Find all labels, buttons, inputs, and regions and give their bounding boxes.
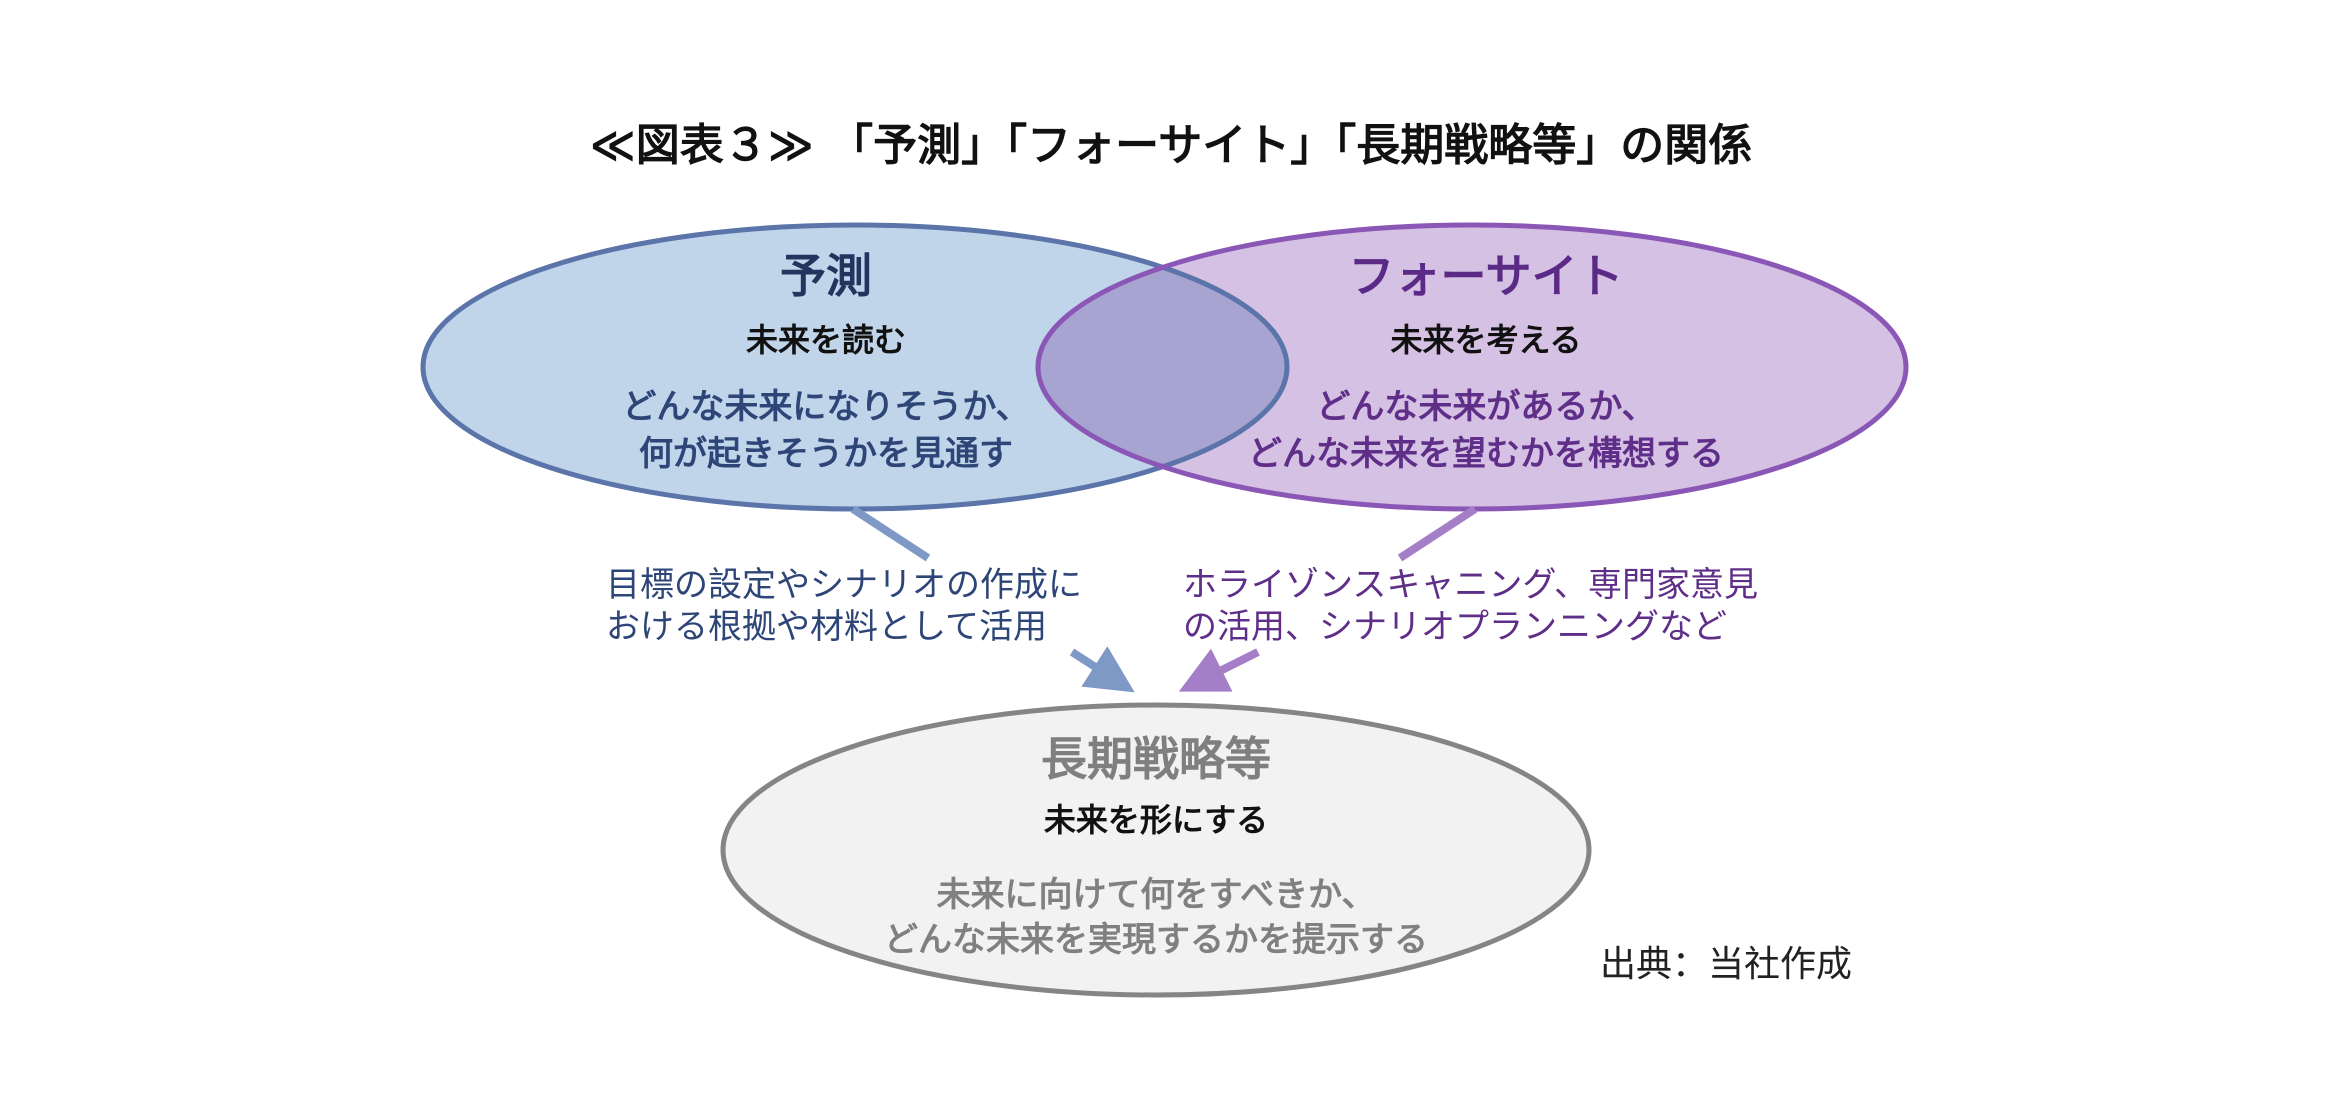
foresight-arrow [1178,648,1260,692]
strategy-subtitle: 未来を形にする [1044,801,1268,839]
foresight-description-line: どんな未来があるか、 [1316,387,1655,427]
foresight-heading: フォーサイト [1348,249,1623,303]
forecast-heading: 予測 [780,249,872,303]
foresight-method-label: の活用、シナリオプランニングなど [1183,607,1727,647]
forecast-connector-line [850,505,931,562]
foresight-connector-line [1397,505,1478,562]
forecast-description-line: 何が起きそうかを見通す [639,434,1013,474]
forecast-usage-label: 目標の設定やシナリオの作成に [606,565,1082,605]
foresight-subtitle: 未来を考える [1390,321,1581,359]
forecast-description-line: どんな未来になりそうか、 [622,387,1029,427]
strategy-description-line: どんな未来を実現するかを提示する [884,920,1428,960]
foresight-ellipse [1038,225,1906,509]
figure-title: ≪図表３≫ 「予測」「フォーサイト」「長期戦略等」の関係 [590,120,1753,171]
forecast-usage-label: おける根拠や材料として活用 [606,607,1047,647]
foresight-description-line: どんな未来を望むかを構想する [1248,434,1724,474]
forecast-subtitle: 未来を読む [746,321,906,359]
forecast-ellipse [423,225,1287,509]
strategy-heading: 長期戦略等 [1041,732,1271,786]
strategy-ellipse [720,702,1592,998]
forecast-arrow [1069,646,1135,693]
strategy-description-line: 未来に向けて何をすべきか、 [937,875,1376,915]
foresight-method-label: ホライゾンスキャニング、専門家意見 [1183,565,1758,605]
source-note: 出典：当社作成 [1600,944,1852,985]
